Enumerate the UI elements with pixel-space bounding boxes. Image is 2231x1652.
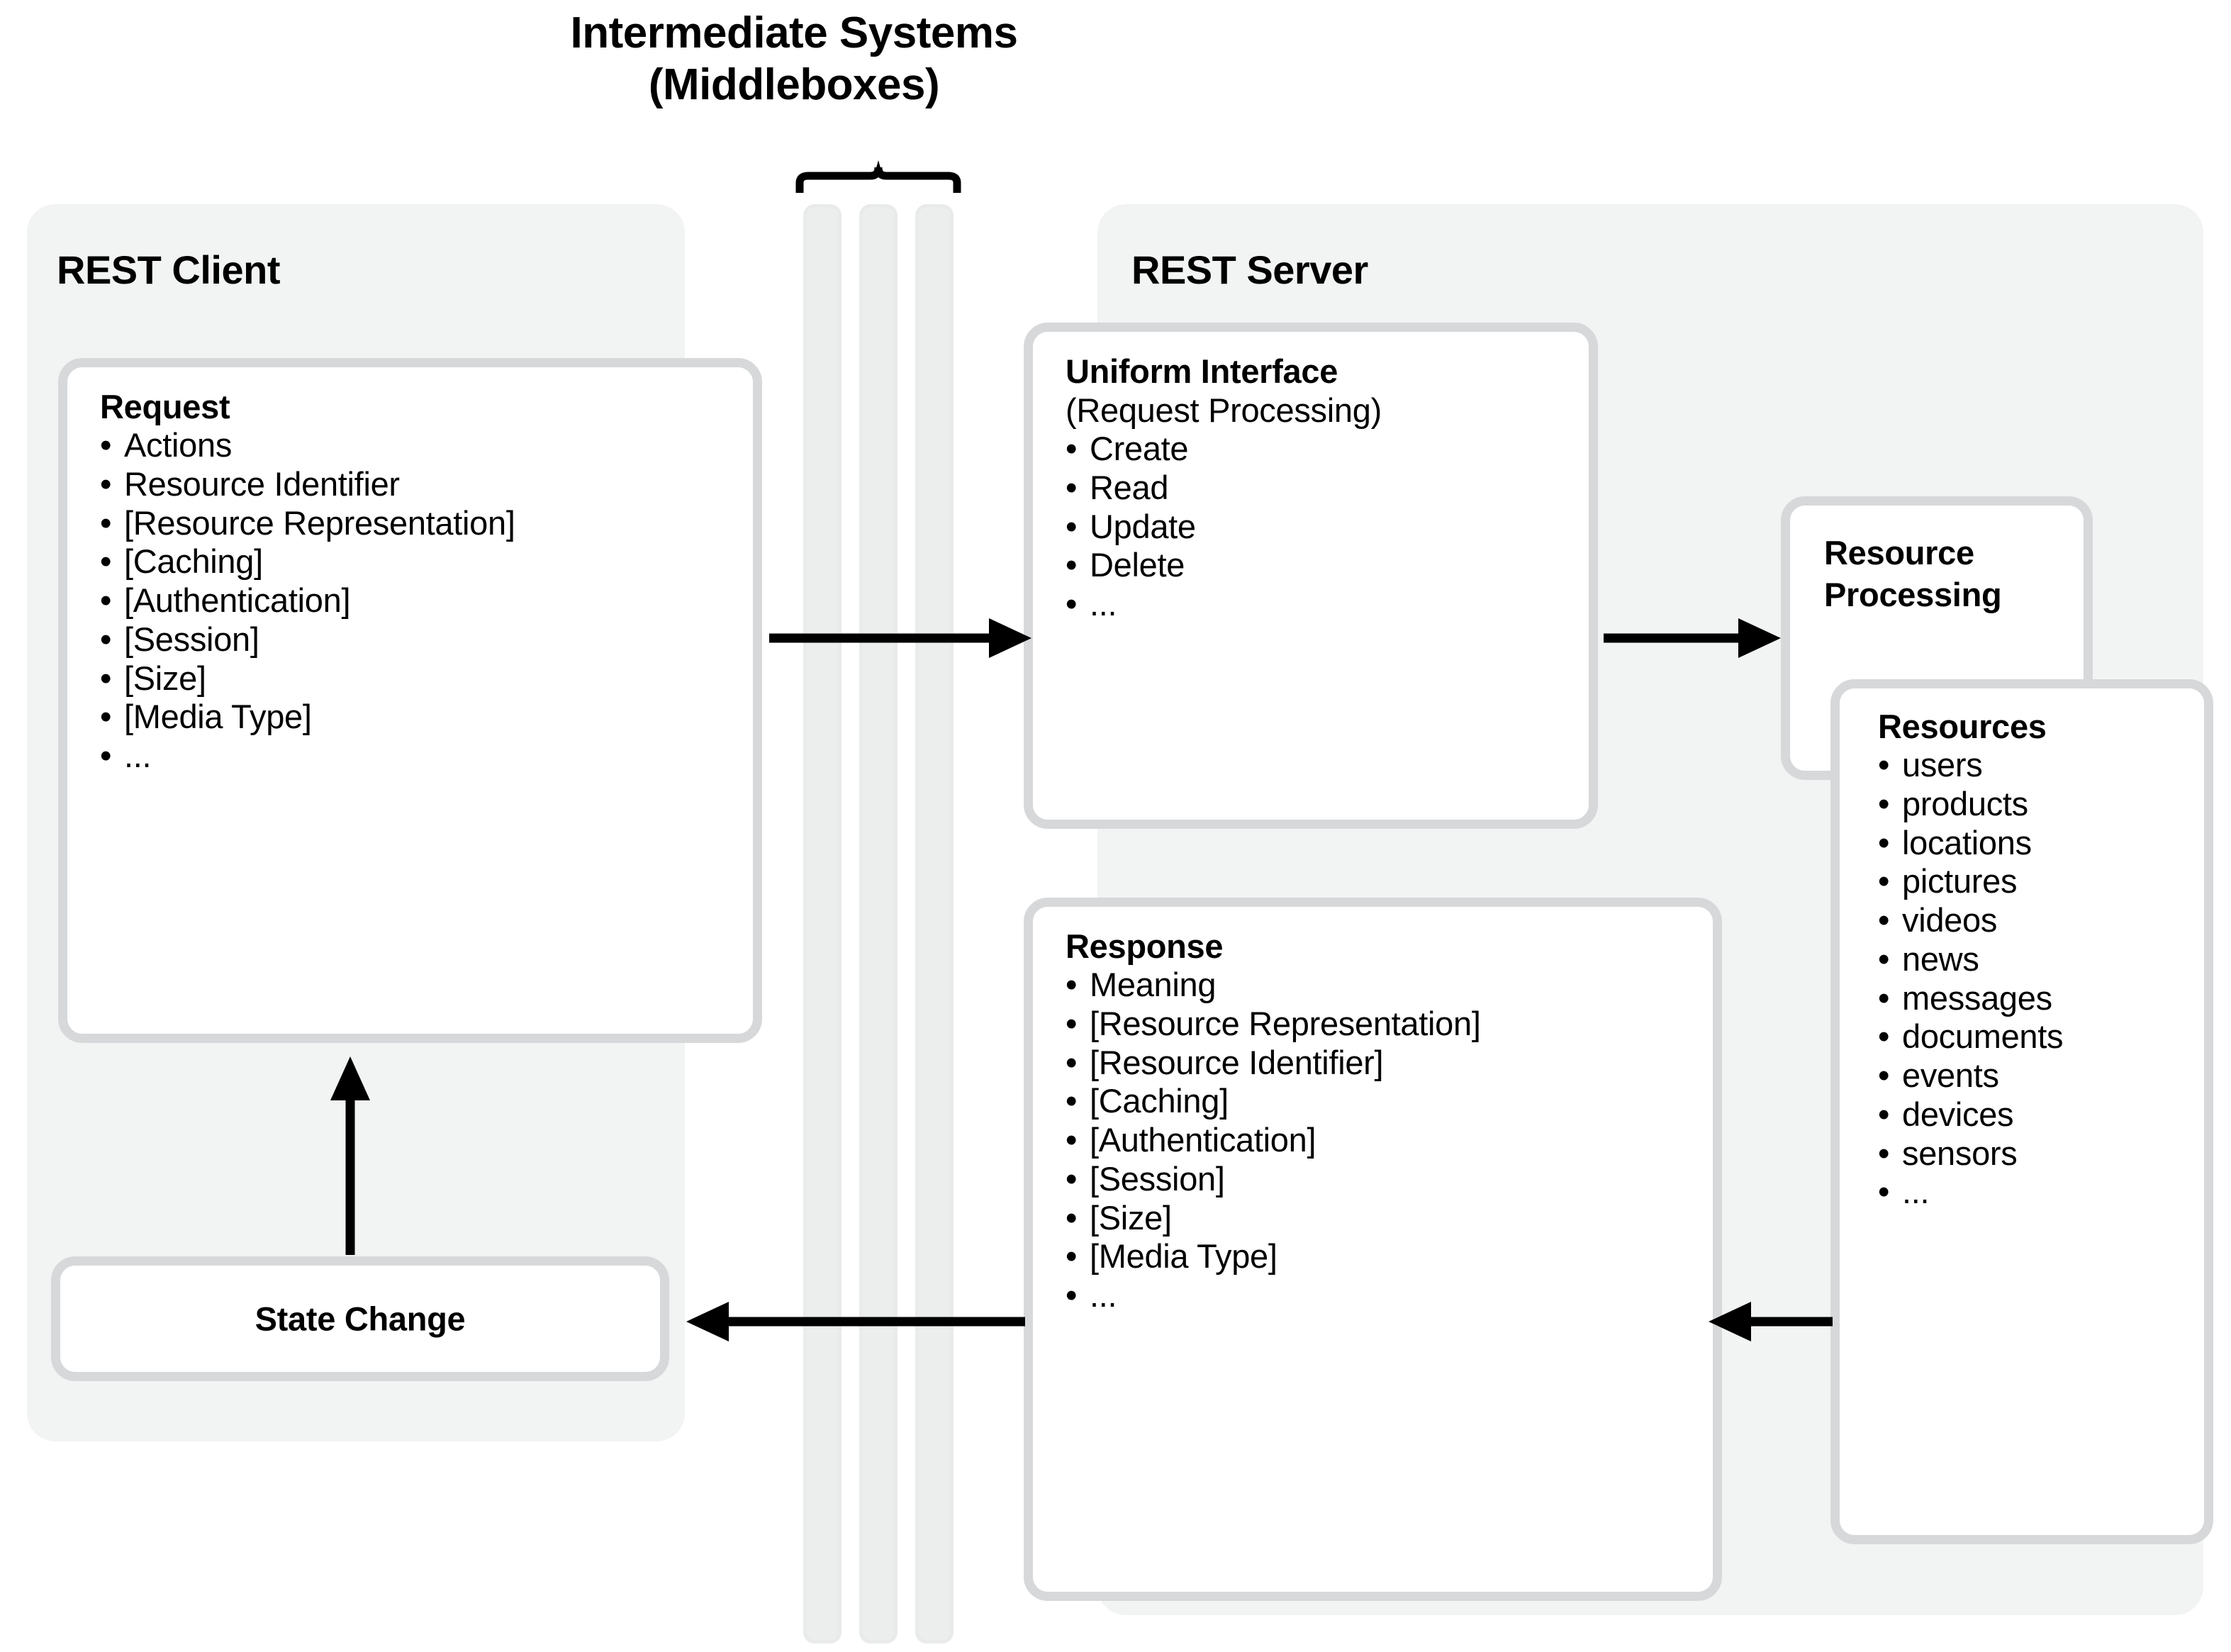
response-item: [Size]: [1066, 1199, 1703, 1238]
resources-item: news: [1878, 940, 2194, 979]
middlebox-bar-1: [803, 204, 841, 1643]
arrow-state-change-to-request: [330, 1056, 370, 1255]
request-item: [Caching]: [100, 542, 743, 581]
resources-item: devices: [1878, 1095, 2194, 1134]
rest-client-title: REST Client: [57, 247, 280, 292]
arrow-resources-to-response: [1709, 1302, 1833, 1341]
resources-item: locations: [1878, 824, 2194, 863]
resource-processing-title-line1: Resource: [1824, 534, 1974, 571]
request-item: [Size]: [100, 659, 743, 698]
resources-item: sensors: [1878, 1134, 2194, 1173]
resources-item: messages: [1878, 979, 2194, 1018]
uniform-interface-item: Read: [1066, 469, 1579, 508]
resources-item: documents: [1878, 1017, 2194, 1056]
resources-card-title: Resources: [1878, 708, 2047, 745]
uniform-interface-card: Uniform Interface (Request Processing) C…: [1024, 323, 1598, 829]
curly-brace-icon: [795, 160, 961, 193]
resources-item: ...: [1878, 1173, 2194, 1212]
request-card-title: Request: [100, 388, 230, 425]
uniform-interface-item-list: Create Read Update Delete ...: [1066, 430, 1579, 624]
middlebox-title: Intermediate Systems (Middleboxes): [440, 7, 1148, 111]
resources-item-list: users products locations pictures videos…: [1878, 746, 2194, 1212]
response-item: [Media Type]: [1066, 1237, 1703, 1276]
resources-item: videos: [1878, 901, 2194, 940]
response-item: [Authentication]: [1066, 1121, 1703, 1160]
request-item: [Authentication]: [100, 581, 743, 620]
middlebox-title-line1: Intermediate Systems: [570, 9, 1018, 57]
response-item: [Session]: [1066, 1160, 1703, 1199]
request-item-list: Actions Resource Identifier [Resource Re…: [100, 426, 743, 776]
state-change-label: State Change: [255, 1300, 466, 1338]
state-change-card: State Change: [51, 1256, 669, 1381]
arrow-response-to-state-change: [686, 1302, 1025, 1341]
response-card-title: Response: [1066, 927, 1224, 965]
response-item-list: Meaning [Resource Representation] [Resou…: [1066, 966, 1703, 1315]
resources-item: pictures: [1878, 862, 2194, 901]
arrow-uniform-interface-to-resource-processing: [1604, 618, 1781, 658]
middlebox-bar-2: [859, 204, 898, 1643]
response-item: [Resource Representation]: [1066, 1005, 1703, 1044]
uniform-interface-item: ...: [1066, 585, 1579, 624]
response-item: [Caching]: [1066, 1082, 1703, 1121]
uniform-interface-item: Update: [1066, 508, 1579, 547]
request-item: ...: [100, 737, 743, 776]
request-card: Request Actions Resource Identifier [Res…: [58, 358, 762, 1043]
resources-item: products: [1878, 785, 2194, 824]
request-item: Actions: [100, 426, 743, 465]
arrow-request-to-uniform-interface: [769, 618, 1031, 658]
response-card: Response Meaning [Resource Representatio…: [1024, 898, 1722, 1601]
request-item: [Media Type]: [100, 698, 743, 737]
rest-server-title: REST Server: [1131, 247, 1368, 292]
request-item: [Resource Representation]: [100, 504, 743, 543]
request-item: Resource Identifier: [100, 465, 743, 504]
response-item: [Resource Identifier]: [1066, 1044, 1703, 1083]
resources-item: users: [1878, 746, 2194, 785]
response-item: ...: [1066, 1276, 1703, 1315]
response-item: Meaning: [1066, 966, 1703, 1005]
middlebox-bar-3: [915, 204, 954, 1643]
resource-processing-title-line2: Processing: [1824, 575, 2002, 613]
middlebox-title-line2: (Middleboxes): [648, 60, 940, 110]
uniform-interface-subtitle: (Request Processing): [1066, 391, 1382, 429]
uniform-interface-title: Uniform Interface: [1066, 352, 1338, 390]
uniform-interface-item: Create: [1066, 430, 1579, 469]
resources-card: Resources users products locations pictu…: [1830, 679, 2213, 1544]
request-item: [Session]: [100, 620, 743, 659]
resources-item: events: [1878, 1056, 2194, 1095]
uniform-interface-item: Delete: [1066, 546, 1579, 585]
